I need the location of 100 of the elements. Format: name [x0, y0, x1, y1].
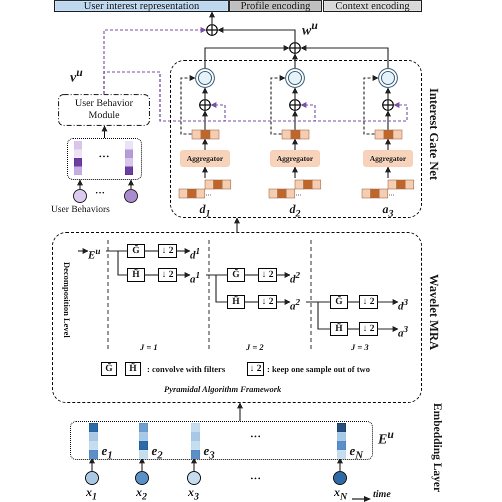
arrow [128, 179, 134, 189]
signal-label: a$^{2}$ [290, 295, 306, 309]
connector-line [145, 274, 158, 276]
vector-icon [192, 130, 218, 139]
embedding-container [67, 138, 142, 180]
arrow [202, 166, 208, 178]
arrow [385, 87, 391, 99]
sum-icon [382, 99, 394, 111]
arrow [385, 110, 391, 130]
signal-label: a$^{1}$ [190, 268, 206, 282]
arrow [234, 217, 240, 232]
module-box: User Behavior Module [58, 94, 150, 126]
vector-label: e$_{N}$ [350, 443, 364, 462]
level-label: J = 3 [351, 342, 369, 352]
math-label: v$^{u}$ [70, 66, 83, 87]
connector-line [245, 274, 258, 276]
ellipsis-text: ··· [97, 150, 110, 165]
signal-label: d$^{3}$ [398, 295, 414, 309]
arrow [300, 45, 389, 68]
header-tab: Profile encoding [229, 0, 322, 12]
level-label: J = 2 [246, 342, 264, 352]
filter-box: G̃ [227, 268, 245, 282]
arrow [139, 457, 145, 471]
arrow [204, 45, 290, 68]
axis-title: Decomposition Level [62, 262, 72, 338]
connector-line [106, 250, 127, 276]
level-label: J = 1 [140, 342, 158, 352]
section-title: Interest Gate Net [426, 88, 441, 180]
arrow [292, 166, 298, 178]
filter-box: H̃ [330, 322, 348, 336]
input-node-icon [187, 471, 201, 485]
arrow [103, 71, 408, 122]
arrow [180, 75, 196, 135]
vector-label: e$_{1}$ [102, 443, 113, 462]
arrow [177, 248, 191, 254]
signal-label: a$^{3}$ [398, 322, 414, 336]
connector-line [245, 301, 258, 303]
figure-caption: Pyramidal Algorithm Framework [164, 384, 282, 394]
behavior-node-icon [124, 189, 138, 203]
filter-box: G̃ [101, 362, 117, 376]
ellipsis-text: ··· [250, 431, 262, 443]
filter-box: G̃ [330, 295, 348, 309]
math-label: w$^{u}$ [302, 19, 318, 40]
arrow [363, 75, 379, 135]
sum-icon [289, 42, 301, 54]
arrow [385, 138, 391, 150]
vector-icon [282, 130, 308, 139]
math-label: x$_{2}$ [136, 485, 147, 502]
downsample-box: ↓ 2 [258, 268, 277, 282]
section-title: Wavelet MRA [426, 274, 441, 350]
sum-icon [199, 99, 211, 111]
arrow [202, 110, 208, 130]
downsample-box: ↓ 2 [247, 362, 264, 376]
arrow [277, 272, 291, 278]
arrow [77, 179, 83, 189]
connector-line [348, 328, 359, 330]
signal-label: E$^{u}$ [88, 244, 106, 258]
arrow [292, 53, 298, 68]
ellipsis-text: ··· [95, 188, 106, 199]
input-node-icon [333, 471, 347, 485]
caption-text: User Behaviors [51, 205, 110, 215]
math-label: E$^{u}$ [378, 428, 394, 449]
math-label: x$_{N}$ [334, 485, 348, 502]
arrow [292, 138, 298, 150]
input-node-icon [135, 471, 149, 485]
arrow [385, 166, 391, 178]
arrow [270, 75, 286, 135]
behavior-node-icon [73, 189, 87, 203]
arrow [102, 125, 108, 138]
signal-label: d$^{1}$ [190, 244, 206, 258]
filter-box: H̃ [125, 362, 141, 376]
legend-text: : convolve with filters [147, 364, 226, 374]
connector-line [206, 274, 227, 303]
arrow [209, 11, 215, 24]
embedding-container [70, 421, 373, 460]
vector-label: d$_{2}$ [288, 202, 302, 222]
connector-line [348, 301, 359, 303]
vector-icon [374, 130, 402, 139]
downsample-box: ↓ 2 [158, 244, 177, 258]
math-label: x$_{1}$ [86, 485, 97, 502]
vector-label: e$_{3}$ [204, 443, 215, 462]
section-title: Embedding Layer [431, 403, 443, 492]
arrow [378, 299, 399, 305]
arrow [378, 326, 399, 332]
gate-circle-icon [195, 68, 215, 88]
sum-icon [206, 24, 218, 36]
connector-line [306, 301, 330, 330]
arrow [191, 457, 197, 471]
axis-label: time [373, 489, 391, 500]
arrow [177, 272, 191, 278]
input-node-icon [85, 471, 99, 485]
ellipsis-text: ··· [250, 473, 262, 485]
arrow [78, 248, 89, 254]
downsample-box: ↓ 2 [359, 322, 378, 336]
arrow [202, 138, 208, 150]
arrow [337, 457, 343, 471]
arrow [277, 299, 291, 305]
arrow [202, 87, 208, 99]
header-tab: User interest representation [54, 0, 229, 12]
downsample-box: ↓ 2 [359, 295, 378, 309]
